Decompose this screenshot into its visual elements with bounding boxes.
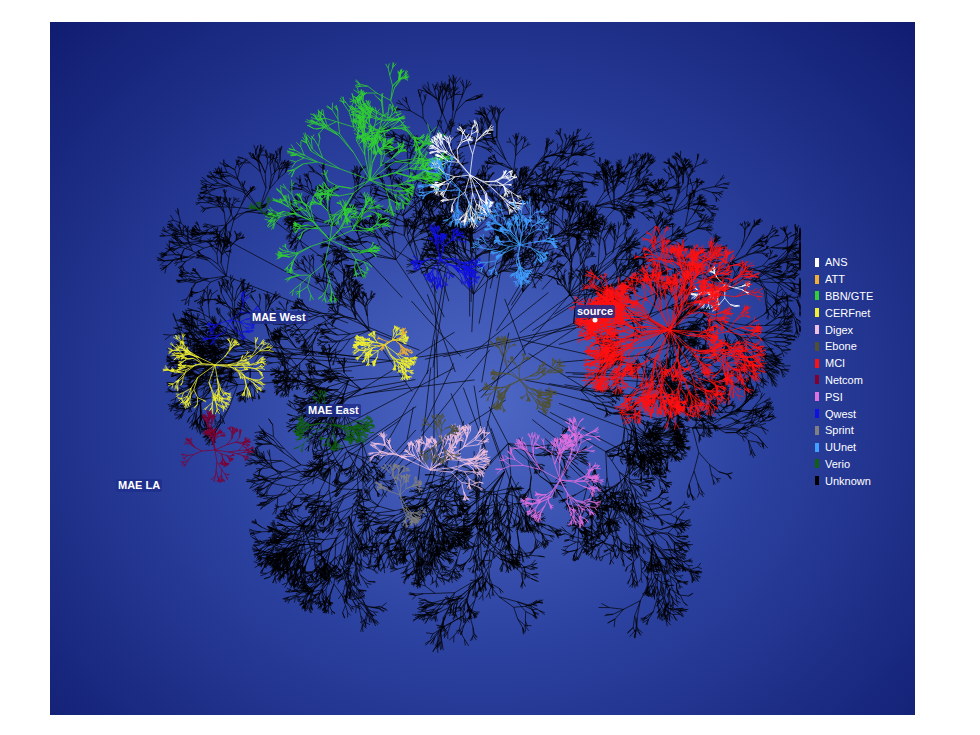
legend-row: Sprint (815, 422, 873, 439)
legend-row: CERFnet (815, 304, 873, 321)
provider-cluster (265, 62, 455, 303)
legend-swatch (815, 392, 819, 401)
legend-swatch (815, 308, 819, 317)
legend-text: ANS (825, 256, 848, 268)
legend-text: PSI (825, 391, 843, 403)
legend-text: BBN/GTE (825, 290, 873, 302)
provider-cluster (248, 196, 375, 452)
legend-row: ATT (815, 271, 873, 288)
legend-text: UUnet (825, 441, 856, 453)
source-dot (593, 318, 598, 323)
legend-row: Netcom (815, 372, 873, 389)
legend-row: PSI (815, 388, 873, 405)
legend-swatch (815, 342, 819, 351)
legend-swatch (815, 426, 819, 435)
legend-swatch (815, 409, 819, 418)
provider-cluster (368, 424, 491, 501)
legend-swatch (815, 258, 819, 267)
legend-text: Verio (825, 458, 850, 470)
legend-swatch (815, 443, 819, 452)
legend-text: ATT (825, 273, 845, 285)
legend-row: BBN/GTE (815, 288, 873, 305)
provider-cluster (419, 336, 566, 465)
legend-row: MCI (815, 355, 873, 372)
exchange-label: MAE LA (116, 479, 162, 492)
legend-swatch (815, 359, 819, 368)
legend: ANS ATT BBN/GTE CERFnetDigexEboneMCI NetcomP… (815, 254, 873, 489)
legend-text: Sprint (825, 424, 854, 436)
provider-cluster (495, 417, 604, 528)
legend-swatch (815, 476, 819, 485)
legend-text: Digex (825, 324, 853, 336)
legend-row: Qwest (815, 405, 873, 422)
legend-text: Netcom (825, 374, 863, 386)
provider-cluster (181, 410, 255, 483)
legend-swatch (815, 459, 819, 468)
legend-text: Ebone (825, 340, 857, 352)
legend-row: ANS (815, 254, 873, 271)
legend-text: Unknown (825, 475, 871, 487)
legend-row: Digex (815, 321, 873, 338)
legend-text: MCI (825, 357, 845, 369)
provider-cluster (163, 325, 418, 414)
network-tree (157, 75, 800, 653)
exchange-label: source (575, 305, 615, 318)
provider-cluster (377, 328, 413, 357)
legend-row: Verio (815, 456, 873, 473)
legend-text: CERFnet (825, 307, 870, 319)
legend-text: Qwest (825, 408, 856, 420)
provider-cluster (375, 463, 427, 527)
legend-row: UUnet (815, 439, 873, 456)
exchange-label: MAE West (250, 311, 308, 324)
provider-cluster (202, 223, 485, 345)
legend-swatch (815, 275, 819, 284)
legend-row: Ebone (815, 338, 873, 355)
legend-row: Unknown (815, 472, 873, 489)
legend-swatch (815, 291, 819, 300)
provider-cluster (417, 156, 558, 288)
legend-swatch (815, 375, 819, 384)
exchange-label: MAE East (306, 404, 361, 417)
provider-cluster (569, 226, 767, 430)
legend-swatch (815, 325, 819, 334)
